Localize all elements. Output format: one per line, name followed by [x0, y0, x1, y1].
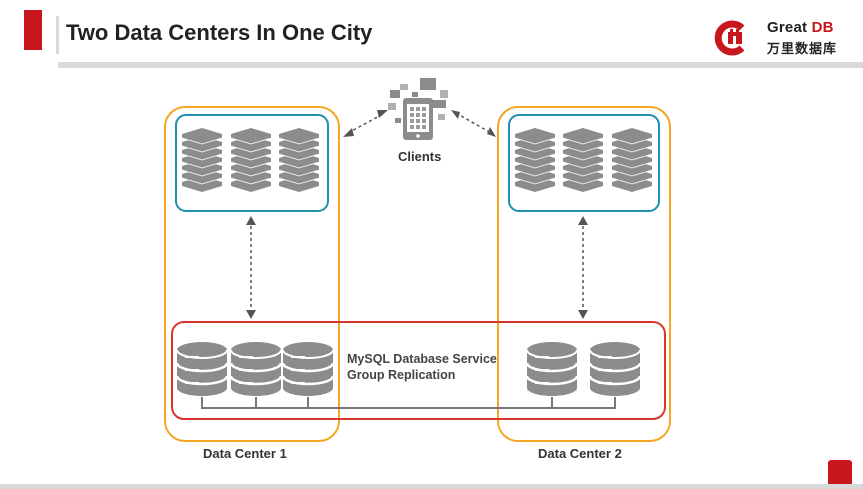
clients-icon: [388, 78, 448, 140]
group-replication-line-1: MySQL Database Service: [347, 352, 497, 366]
greatdb-logo-mark-icon: [714, 20, 745, 56]
data-center-2-label: Data Center 2: [538, 446, 622, 461]
logo-name-accent: DB: [811, 19, 834, 36]
slide-title: Two Data Centers In One City: [66, 20, 373, 45]
app-db-link-2: [578, 216, 588, 319]
database-icon: [525, 340, 579, 398]
group-replication-label: MySQL Database Service Group Replication: [347, 351, 497, 383]
app-server-group-1: [175, 114, 329, 212]
data-center-2-box: [497, 106, 671, 442]
logo-chinese-name: 万里数据库: [767, 41, 838, 56]
clients-label: Clients: [398, 149, 442, 164]
server-stack-icon: [514, 127, 556, 193]
bottom-rule: [0, 484, 863, 489]
client-link-right: [451, 110, 496, 137]
app-server-group-2: [508, 114, 660, 212]
client-link-left: [343, 110, 388, 137]
logo-name-main: Great: [767, 19, 808, 36]
data-center-1-box: [164, 106, 340, 442]
database-icon: [229, 340, 283, 398]
logo-name: Great DB: [767, 19, 834, 36]
server-stack-icon: [562, 127, 604, 193]
corner-accent: [828, 460, 852, 486]
replication-bus: [201, 397, 616, 409]
database-icon: [281, 340, 335, 398]
server-stack-icon: [181, 127, 223, 193]
server-stack-icon: [230, 127, 272, 193]
title-accent-bar: [24, 10, 42, 50]
greatdb-logo: Great DB 万里数据库: [712, 18, 852, 58]
data-center-1-label: Data Center 1: [203, 446, 287, 461]
server-stack-icon: [278, 127, 320, 193]
database-icon: [175, 340, 229, 398]
mysql-group-replication-box: [171, 321, 666, 420]
group-replication-line-2: Group Replication: [347, 368, 456, 382]
server-stack-icon: [611, 127, 653, 193]
title-underline: [58, 62, 863, 68]
app-db-link-1: [246, 216, 256, 319]
database-icon: [588, 340, 642, 398]
title-divider: [56, 16, 59, 54]
